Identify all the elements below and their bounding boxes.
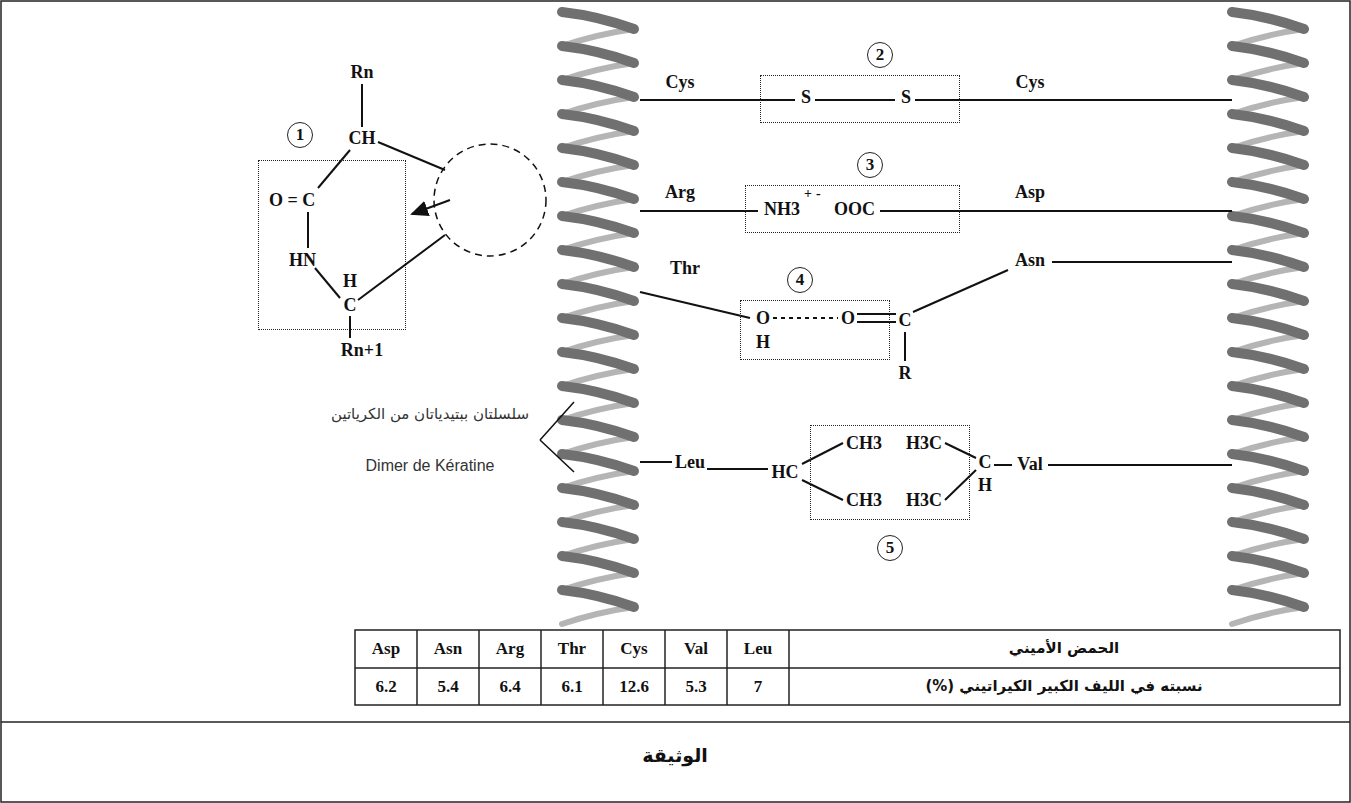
chemical-group: HC: [772, 462, 799, 483]
amino-acid: Thr: [670, 258, 700, 279]
table-cell: 5.3: [685, 677, 706, 697]
chemical-group: O = C: [269, 191, 315, 211]
chemical-group: O: [756, 309, 770, 329]
callout-number: 3: [857, 152, 883, 178]
chemical-group: CH: [349, 128, 376, 149]
table-cell: Asn: [434, 639, 462, 659]
amino-acid: Val: [1017, 454, 1042, 475]
chemical-group: +: [804, 186, 812, 201]
table-cell: 6.2: [375, 677, 396, 697]
chemical-group: H3C: [906, 434, 942, 454]
table-cell: Arg: [496, 639, 524, 659]
bond-box: O = C HN: [258, 160, 406, 330]
atom: C: [899, 310, 912, 331]
bond-box: SS: [760, 75, 960, 123]
table-cell: 5.4: [437, 677, 458, 697]
chemical-group: CH3: [846, 491, 882, 511]
chemical-group: S: [801, 88, 811, 108]
table-cell: Val: [684, 639, 708, 659]
table-cell: نسبته في الليف الكبير الكيراتيني (%): [925, 678, 1202, 695]
side-chain: Rn: [350, 62, 373, 83]
chemical-group: O: [841, 309, 855, 329]
table-cell: 6.1: [561, 677, 582, 697]
atom: H: [343, 271, 357, 292]
chemical-group: NH3: [764, 200, 800, 220]
chain-label: Dimer de Kératine: [366, 457, 495, 475]
bond-box: OHO: [740, 300, 890, 360]
table-cell: 6.4: [499, 677, 520, 697]
chemical-group: H3C: [906, 491, 942, 511]
chemical-group: HN: [289, 251, 316, 271]
amino-acid: Asn: [1015, 250, 1045, 271]
table-cell: Leu: [744, 639, 772, 659]
chemical-group: CH3: [846, 434, 882, 454]
bond-box: NH3 +-OOC: [745, 185, 960, 233]
amino-acid: Asp: [1015, 182, 1045, 203]
atom: C: [344, 295, 357, 316]
chemical-group: S: [901, 88, 911, 108]
amino-acid: Leu: [675, 452, 705, 473]
table-cell: Thr: [558, 639, 586, 659]
chain-label: سلسلتان ببتيدياتان من الكرياتين: [330, 406, 530, 423]
table-cell: الحمض الأميني: [1009, 640, 1119, 657]
bond-box: CH3H3CCH3H3C: [810, 425, 970, 520]
document-caption: الوثيقة: [642, 745, 708, 767]
chemical-group: H: [756, 333, 770, 353]
side-chain: Rn+1: [341, 340, 383, 361]
chemical-group: -: [816, 186, 821, 201]
table-cell: 7: [754, 677, 763, 697]
atom: C: [979, 452, 992, 473]
side-chain: R: [899, 363, 912, 384]
callout-number: 2: [867, 42, 893, 68]
callout-number: 5: [877, 535, 903, 561]
table-cell: Cys: [620, 639, 647, 659]
table-cell: Asp: [372, 639, 400, 659]
amino-acid: Arg: [665, 182, 695, 203]
amino-acid: Cys: [1015, 72, 1044, 93]
callout-number: 4: [787, 267, 813, 293]
chemical-group: OOC: [834, 200, 875, 220]
amino-acid: Cys: [665, 72, 694, 93]
table-cell: 12.6: [619, 677, 649, 697]
callout-number: 1: [287, 122, 313, 148]
atom: H: [978, 475, 992, 496]
